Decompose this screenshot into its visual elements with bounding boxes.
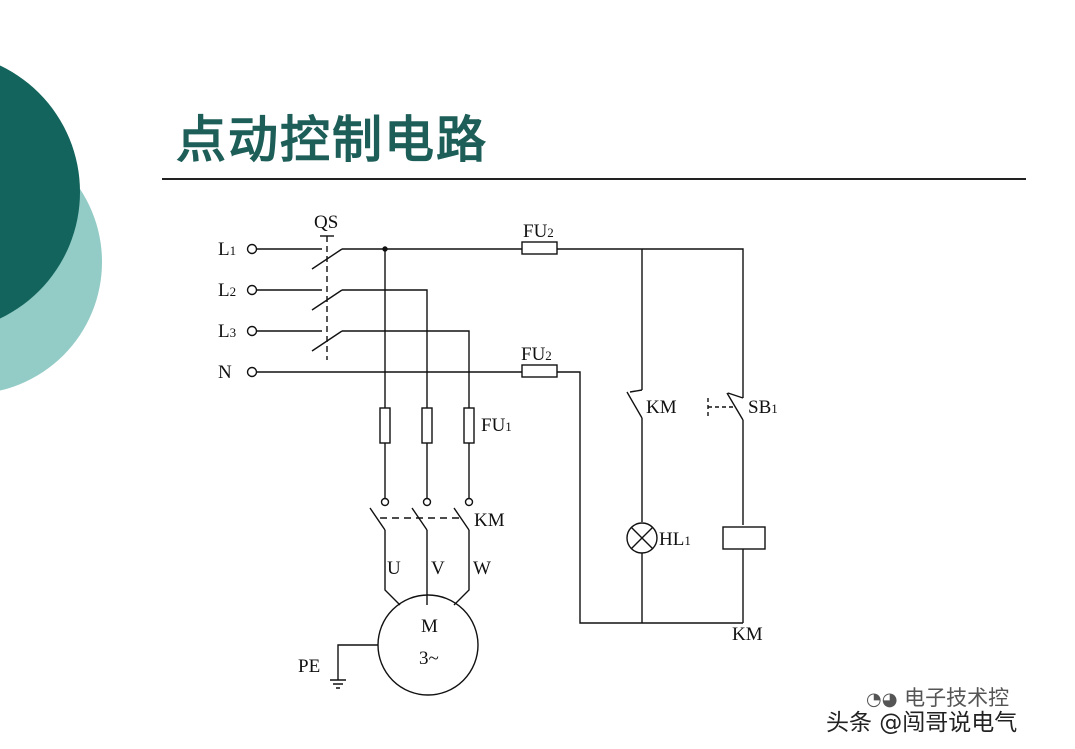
label-qs: QS (314, 212, 338, 233)
label-l1: L1 (218, 239, 236, 260)
label-pe: PE (298, 656, 320, 677)
pe-ground (330, 644, 378, 689)
label-fu2-n: FU2 (521, 344, 552, 365)
label-fu1: FU1 (481, 415, 512, 436)
wire-l3 (342, 330, 470, 408)
wire-l2 (342, 289, 428, 408)
qs-switch (256, 235, 343, 360)
label-l3: L3 (218, 321, 236, 342)
wire-n-control (557, 371, 743, 624)
label-n: N (218, 362, 232, 383)
fuse-fu2-top (521, 241, 558, 255)
label-motor-m: M (421, 616, 438, 637)
watermark-account: ◔◕ 电子技术控 (866, 682, 1009, 712)
lamp-hl1 (626, 522, 658, 623)
km-coil (722, 526, 766, 550)
km-main-contacts (369, 497, 474, 606)
label-hl1: HL1 (659, 529, 691, 550)
motor (377, 594, 479, 696)
label-l2: L2 (218, 280, 236, 301)
label-fu2-top: FU2 (523, 221, 554, 242)
label-sb1: SB1 (748, 397, 778, 418)
page-title: 点动控制电路 (176, 111, 488, 169)
title-underline (162, 178, 1026, 180)
label-km-main: KM (474, 510, 505, 531)
fuse-fu2-n (521, 364, 558, 378)
km-aux-contact (626, 389, 643, 522)
terminal-l3 (246, 325, 258, 337)
label-km-aux: KM (646, 397, 677, 418)
deco-dark-circle (0, 65, 80, 319)
label-v: V (431, 558, 445, 579)
terminal-l2 (246, 284, 258, 296)
label-u: U (387, 558, 401, 579)
wechat-icon: ◔◕ (866, 689, 898, 710)
wire-l1-control (557, 248, 744, 398)
label-motor-phase: 3~ (419, 648, 439, 669)
sb1-button (707, 392, 744, 525)
terminal-n (246, 366, 258, 378)
watermark-account-text: 电子技术控 (904, 686, 1010, 710)
fuse-fu1-group (379, 407, 475, 498)
watermark-source: 头条 @闯哥说电气 (826, 710, 1018, 736)
label-km-coil: KM (732, 624, 763, 645)
terminal-l1 (246, 243, 258, 255)
label-w: W (473, 558, 491, 579)
